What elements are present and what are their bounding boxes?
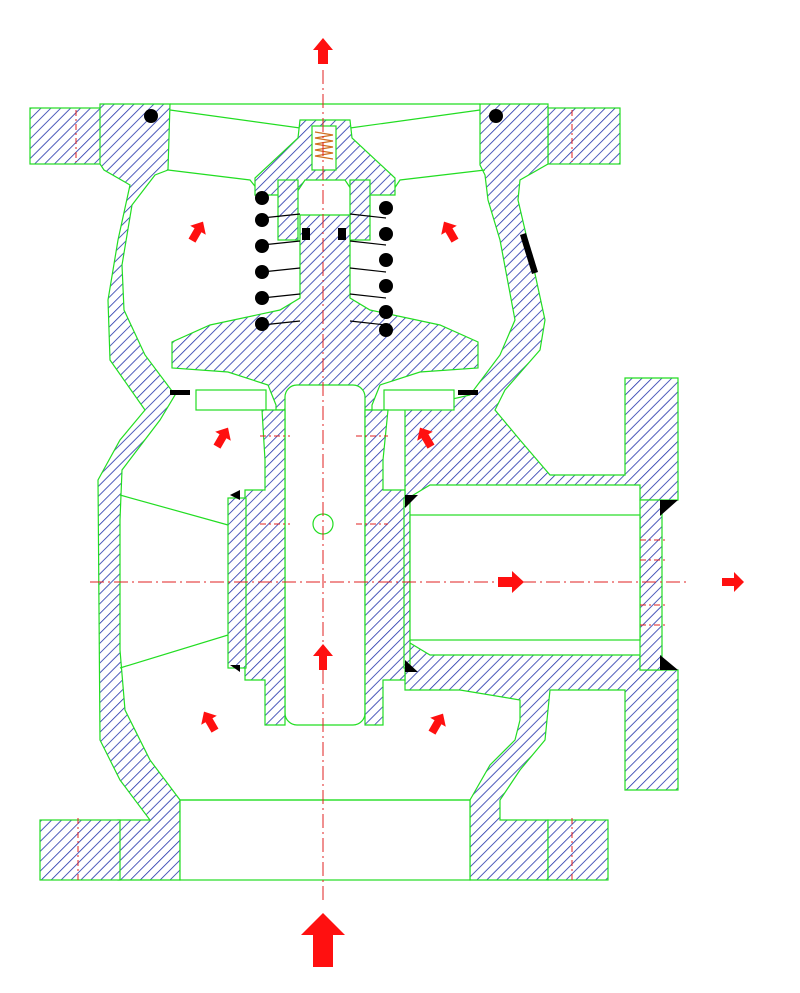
nameplate-seal [520,233,538,274]
arrow-icon [498,571,524,593]
bolt-hole-icon [144,109,158,123]
bottom-flange-right [547,819,609,881]
seal-mid-right [405,495,418,508]
seal-outlet-bottom [660,655,678,670]
valve-stem [171,214,479,411]
guide-right [349,179,371,241]
chamber-lines [119,494,229,669]
piston-left [244,409,286,726]
small-spring-icon [314,131,334,160]
gap-left [195,389,267,411]
flow-arrows [188,38,744,967]
arrow-icon [441,221,459,243]
inlet-bore [179,799,471,881]
gap-right [383,389,455,411]
seal-low-right [405,660,418,672]
body-wall-left [97,103,181,881]
arrow-icon [313,644,333,670]
bushing-left [227,497,247,669]
top-flange-right [547,107,621,165]
piston-right [364,409,406,726]
seal-mid-left [230,490,240,500]
stem-bore [284,384,366,726]
arrow-icon [722,572,744,592]
arrow-icon [313,38,333,64]
arrow-icon [213,427,231,449]
main-spring-icon [255,191,393,337]
seal-top-left [170,390,190,395]
guide-left [277,179,299,241]
arrow-icon [301,913,345,967]
lock-nut-left [302,228,310,240]
valve-body [29,103,679,881]
outlet-sleeve [639,499,663,671]
arrow-icon [201,711,219,733]
arrow-icon [188,221,206,243]
seal-outlet-top [660,500,678,516]
bottom-flange-left [39,819,121,881]
arrow-icon [428,713,446,735]
seal-low-left [230,665,240,672]
top-flange-left [29,107,103,165]
bushing-right [403,497,411,669]
outlet-bore [409,514,641,641]
arrow-icon [417,427,435,449]
centerlines [75,70,690,900]
bolt-hole-icon [489,109,503,123]
lock-nut-right [338,228,346,240]
seal-top-right [458,390,478,395]
body-wall-right-upper [404,103,679,502]
